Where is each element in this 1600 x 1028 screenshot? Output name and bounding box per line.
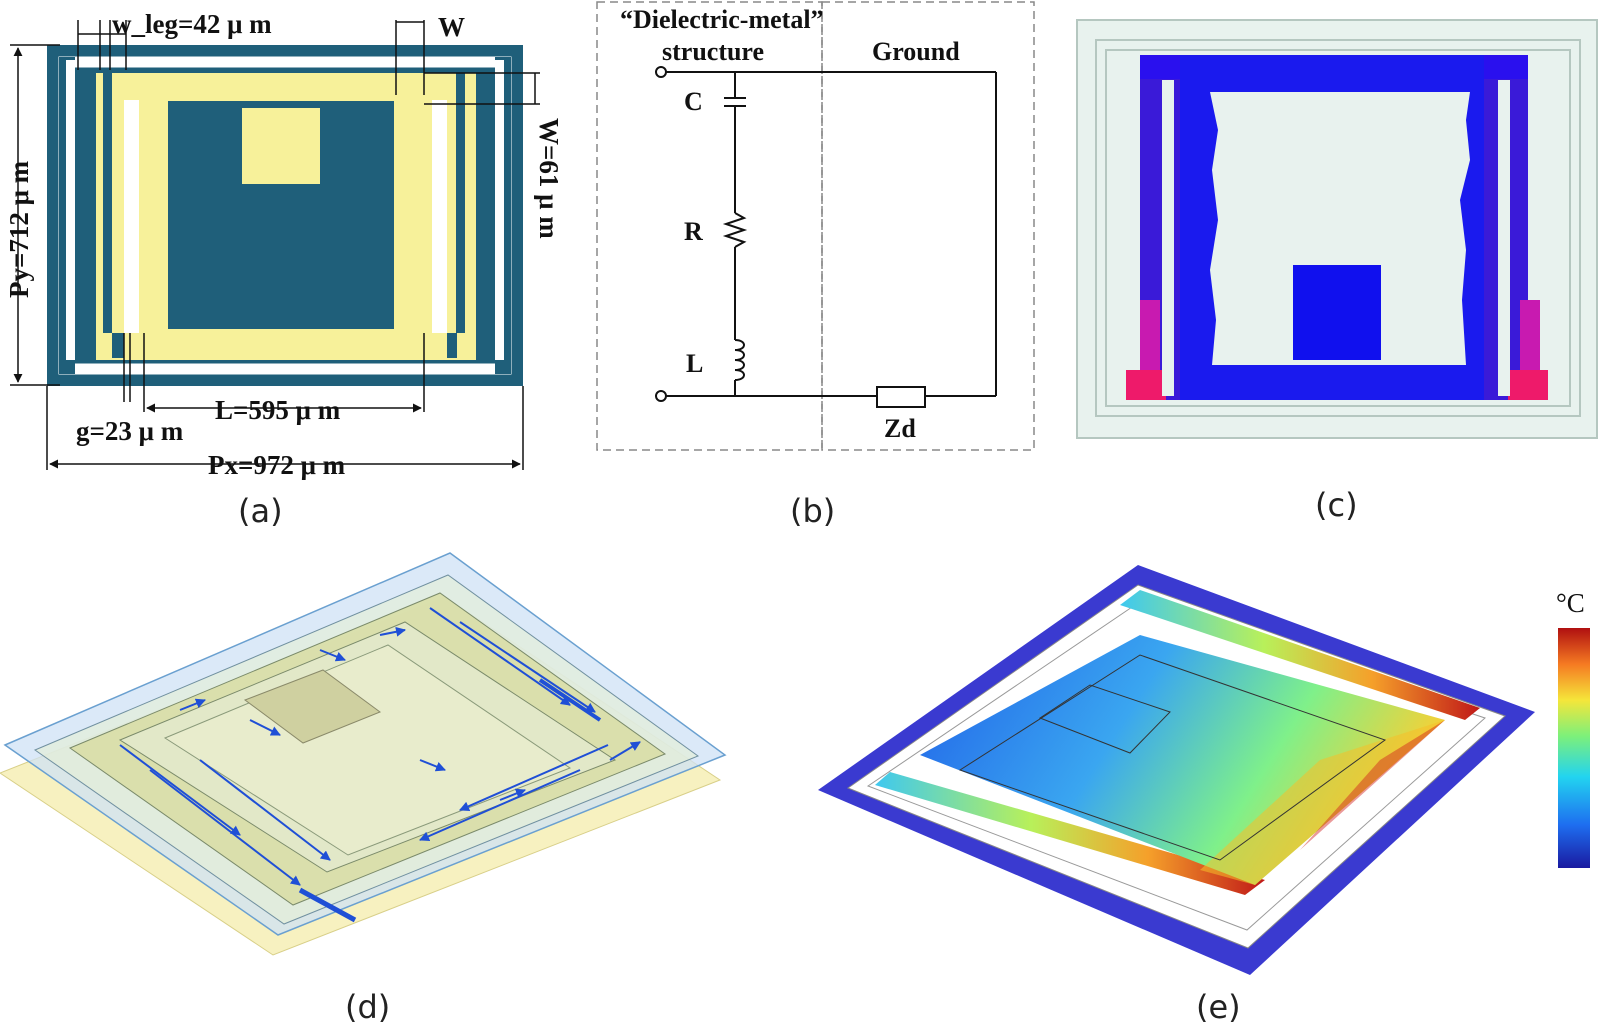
g-label: g=23 μ m xyxy=(76,416,184,446)
ground-label: Ground xyxy=(872,37,960,66)
panel-e: °C (e) xyxy=(818,565,1590,1026)
zd-label: Zd xyxy=(884,414,916,443)
upper-leg xyxy=(1120,590,1480,720)
low-field-region xyxy=(1210,92,1470,365)
ground-box xyxy=(821,1,1035,451)
w61-label: W=61 μ m xyxy=(534,118,564,239)
circuit-wires xyxy=(655,66,997,408)
lower-leg xyxy=(875,772,1265,895)
structure-subtitle: structure xyxy=(662,37,764,66)
w-label: W xyxy=(438,12,465,42)
l-label-b: L xyxy=(686,349,703,378)
structure-title: “Dielectric-metal” xyxy=(620,5,824,34)
panel-d: (d) xyxy=(0,552,727,1026)
caption-c: (c) xyxy=(1315,486,1358,524)
caption-d: (d) xyxy=(345,988,390,1026)
panel-b: “Dielectric-metal” structure Ground C R … xyxy=(596,1,1035,530)
dimension-lines xyxy=(10,20,540,470)
panel-c: (c) xyxy=(1076,19,1598,524)
r-label: R xyxy=(684,217,703,246)
center-patch-3d xyxy=(243,669,382,744)
caption-e: (e) xyxy=(1196,988,1241,1026)
caption-b: (b) xyxy=(790,492,835,530)
l-label: L=595 μ m xyxy=(215,395,341,425)
terminal-bottom xyxy=(655,390,667,402)
current-arrows xyxy=(119,607,641,923)
zd-resistor xyxy=(876,386,926,408)
colorbar xyxy=(1558,628,1590,868)
colorbar-unit: °C xyxy=(1556,588,1585,618)
caption-a: (a) xyxy=(238,492,283,530)
w-leg-label: w_leg=42 μ m xyxy=(112,9,272,39)
terminal-top xyxy=(655,66,667,78)
panel-a: w_leg=42 μ m W W=61 μ m Py=712 μ m g=23 … xyxy=(4,9,564,530)
px-label: Px=972 μ m xyxy=(208,450,346,480)
py-label: Py=712 μ m xyxy=(4,160,34,298)
center-patch-field xyxy=(1293,265,1381,360)
structure-box xyxy=(596,1,823,451)
c-label: C xyxy=(684,87,703,116)
center-patch xyxy=(242,108,320,184)
